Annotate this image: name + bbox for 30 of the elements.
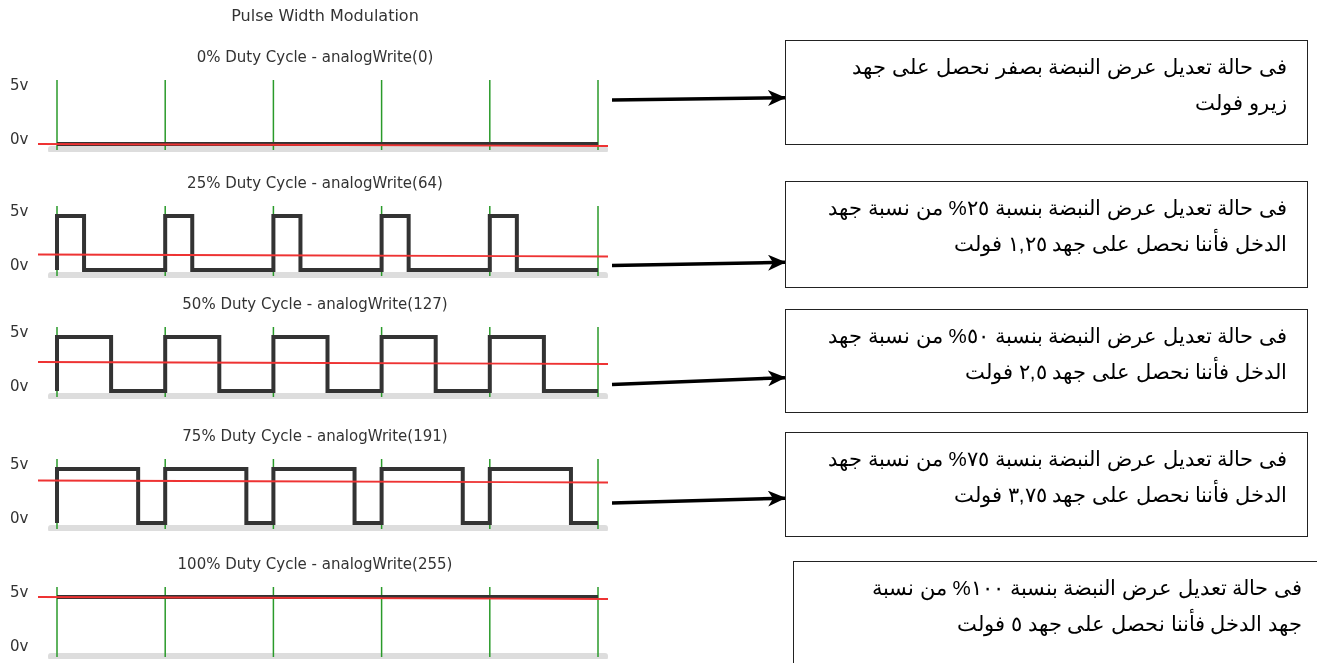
description-text: فى حالة تعديل عرض النبضة بنسبة ٧٥% من نسبة جهد الدخل فأننا نحصل على جهد ٣,٧٥ فولت [828,446,1287,510]
text-box [785,432,1308,537]
axis-label: 5v [10,323,29,341]
axis-label: 0v [10,509,29,527]
arrow [611,490,786,507]
diagram-title: Pulse Width Modulation [230,6,420,25]
axis-label: 0v [10,637,29,655]
description-text: فى حالة تعديل عرض النبضة بنسبة ١٠٠% من نسبة جهد الدخل فأننا نحصل على جهد ٥ فولت [871,575,1302,639]
axis-label: 5v [10,202,29,220]
chart-title: 25% Duty Cycle - analogWrite(64) [186,174,444,192]
description-text: فى حالة تعديل عرض النبضة بصفر نحصل على جهد زيرو فولت [851,54,1287,118]
chart-title: 75% Duty Cycle - analogWrite(191) [181,427,449,445]
text-box [785,181,1308,288]
description-text: فى حالة تعديل عرض النبضة بنسبة ٥٠% من نسبة جهد الدخل فأننا نحصل على جهد ٢,٥ فولت [828,323,1287,387]
description-text: فى حالة تعديل عرض النبضة بنسبة ٢٥% من نسبة جهد الدخل فأننا نحصل على جهد ١,٢٥ فولت [828,195,1287,259]
arrow [611,89,786,106]
chart-title: 100% Duty Cycle - analogWrite(255) [176,555,454,573]
axis-label: 5v [10,76,29,94]
arrow [611,254,786,271]
text-box [793,561,1317,663]
axis-label: 0v [10,256,29,274]
text-box [785,309,1308,413]
chart-title: 50% Duty Cycle - analogWrite(127) [181,295,449,313]
axis-label: 5v [10,583,29,601]
text-box [785,40,1308,145]
chart-title: 0% Duty Cycle - analogWrite(0) [195,48,435,66]
axis-label: 0v [10,377,29,395]
arrow [611,370,786,387]
axis-label: 5v [10,455,29,473]
axis-label: 0v [10,130,29,148]
